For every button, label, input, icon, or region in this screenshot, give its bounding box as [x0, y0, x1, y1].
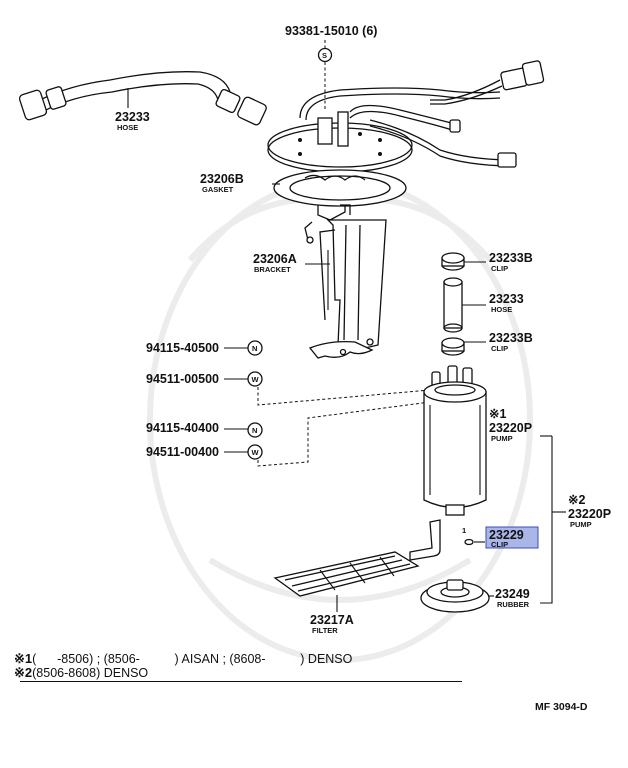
footnote-1-mark: ※1 [14, 651, 33, 666]
part-name-gasket: GASKET [202, 185, 234, 194]
footnote-rule [20, 681, 462, 682]
part-name-clip-bottom: CLIP [491, 344, 508, 353]
part-number-23249: 23249 [495, 587, 530, 601]
screw-mark-icon: S [317, 47, 333, 63]
svg-text:W: W [252, 375, 260, 384]
pump-unit-top-drawing [267, 60, 545, 173]
diagram-code: MF 3094-D [535, 701, 588, 713]
part-number-23206b: 23206B [200, 172, 244, 186]
part-name-pump-2: PUMP [570, 520, 592, 529]
part-name-filter: FILTER [312, 626, 338, 635]
part-number-nut-1: 94115-40500 [146, 341, 219, 355]
svg-text:W: W [252, 448, 260, 457]
nut-1-icon: N [247, 340, 263, 356]
footnote-2-text: (8506-8608) DENSO [32, 666, 149, 680]
clip-top-drawing [441, 252, 465, 271]
pump-2-note: ※2 [568, 493, 585, 507]
part-name-pump-1: PUMP [491, 434, 513, 443]
small-hose-drawing [443, 277, 463, 333]
footnote-2-mark: ※2 [14, 665, 33, 680]
footnotes: ※1( -8506) ; (8506- ) AISAN ; (8608- ) D… [14, 651, 353, 681]
part-number-23229[interactable]: 23229 [489, 528, 524, 542]
part-name-rubber: RUBBER [497, 600, 530, 609]
svg-text:N: N [252, 426, 257, 435]
part-number-23233b-top: 23233B [489, 251, 533, 265]
bracket-drawing [304, 204, 387, 359]
part-name-clip-filter: CLIP [491, 540, 508, 549]
washer-2-icon: W [247, 444, 263, 460]
footnote-1-text: ( -8506) ; (8506- ) AISAN ; (8608- ) DEN… [32, 652, 353, 666]
footnote-1: ※1( -8506) ; (8506- ) AISAN ; (8608- ) D… [14, 651, 353, 667]
part-name-bracket: BRACKET [254, 265, 291, 274]
part-name-clip-top: CLIP [491, 264, 508, 273]
part-number-washer-1: 94511-00500 [146, 372, 219, 386]
main-hose-drawing [18, 71, 267, 126]
part-number-23233-small-hose: 23233 [489, 292, 524, 306]
part-name-hose-small: HOSE [491, 305, 512, 314]
part-number-screw: 93381-15010 (6) [285, 24, 377, 38]
filter-drawing [273, 519, 441, 597]
part-name-hose: HOSE [117, 123, 138, 132]
nut-2-icon: N [247, 422, 263, 438]
pump-1-note: ※1 [489, 407, 506, 421]
washer-1-icon: W [247, 371, 263, 387]
part-number-23233b-bottom: 23233B [489, 331, 533, 345]
part-number-nut-2: 94115-40400 [146, 421, 219, 435]
part-number-23220p-pump-2: 23220P [568, 507, 611, 521]
svg-text:N: N [252, 344, 257, 353]
svg-text:S: S [322, 51, 327, 60]
clip-bottom-drawing [441, 337, 465, 356]
rubber-drawing [420, 579, 490, 613]
footnote-2: ※2(8506-8608) DENSO [14, 665, 352, 681]
filter-clip-drawing [464, 538, 474, 546]
part-23229-highlight[interactable] [485, 526, 539, 549]
clip-qty-label: 1 [462, 526, 466, 535]
pump-drawing [423, 365, 487, 516]
gasket-drawing [273, 169, 407, 207]
part-number-23220p-pump-1: 23220P [489, 421, 532, 435]
part-number-23217a: 23217A [310, 613, 354, 627]
part-number-23233-hose: 23233 [115, 110, 150, 124]
part-number-washer-2: 94511-00400 [146, 445, 219, 459]
part-number-23206a: 23206A [253, 252, 297, 266]
